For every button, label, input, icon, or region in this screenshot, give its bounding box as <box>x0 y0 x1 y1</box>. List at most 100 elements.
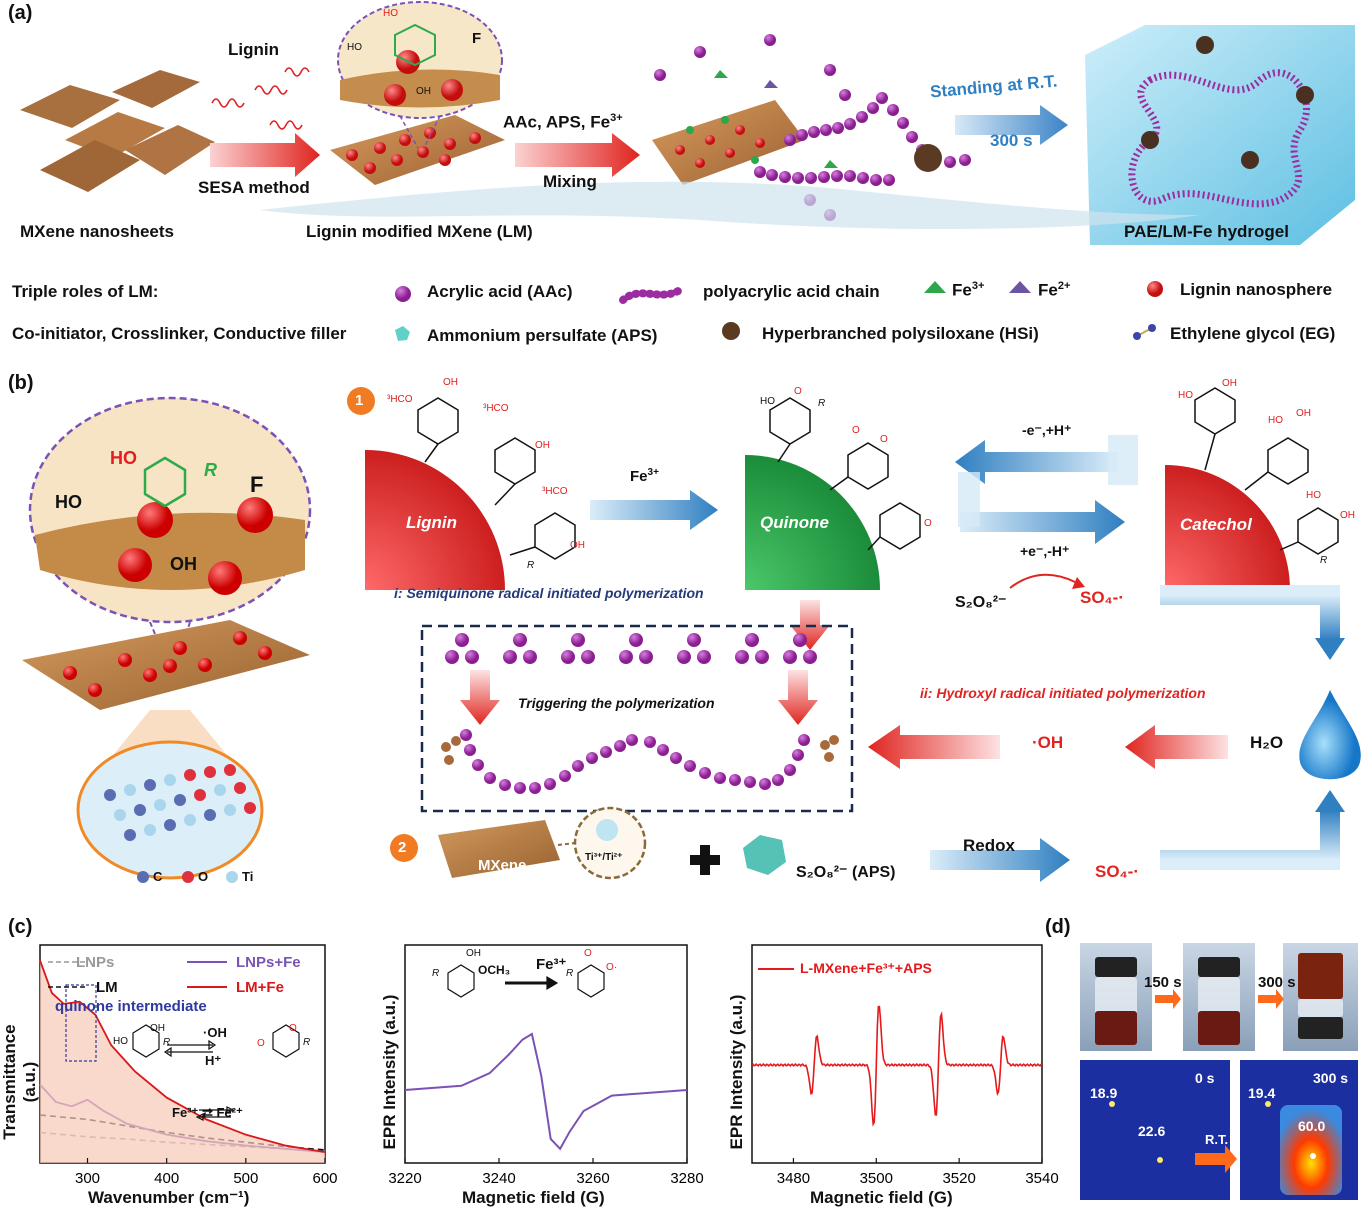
zoom-b-ho: HO <box>55 492 82 512</box>
oh-to-box-arrow <box>868 725 1000 769</box>
chart2-ylabel: EPR Intensity (a.u.) <box>380 994 399 1150</box>
mixing-sheet <box>652 100 805 185</box>
c-oh1: OH <box>1222 378 1237 389</box>
aps-crystal-icon <box>743 835 786 875</box>
chart1-xtick-label-2: 500 <box>233 1170 258 1187</box>
redox-top-label: -e⁻,+H⁺ <box>1022 422 1072 438</box>
q-o4: O <box>924 518 932 529</box>
panel-d-graphic <box>1080 943 1358 1200</box>
redox-label-b: Redox <box>963 836 1015 855</box>
mxene-atoms <box>104 764 256 841</box>
lig-oh-1: OH <box>443 377 458 388</box>
epr1-series-line <box>404 1032 688 1151</box>
polymer-chain-a <box>654 34 971 221</box>
ir-image-1 <box>1080 1060 1230 1200</box>
arrow2-top-label: AAc, APS, Fe3+ <box>503 112 623 132</box>
chart1-s-ho: HO <box>113 1036 128 1047</box>
ir-time-300: 300 s <box>1313 1070 1349 1086</box>
legend-paa-icon <box>619 286 684 304</box>
chart2-s-r1: R <box>432 968 440 979</box>
pathway-i-label: i: Semiquinone radical initiated polymer… <box>394 585 704 601</box>
legend-o-dot <box>182 871 194 883</box>
hydrogel-cube <box>1085 25 1355 245</box>
chart-epr-2: 3480 3500 3520 3540 <box>751 944 1059 1187</box>
ir-time-0: 0 s <box>1195 1070 1215 1086</box>
epr2-series-line <box>751 1005 1043 1127</box>
label-hydrogel: PAE/LM-Fe hydrogel <box>1124 222 1289 241</box>
chart1-s-o2: O <box>289 1023 297 1034</box>
redox-bottom-label: +e⁻,-H⁺ <box>1020 543 1070 559</box>
chart2-structures <box>447 964 605 998</box>
zoom-b-ho2: HO <box>110 448 137 468</box>
arrow1-bottom-label: SESA method <box>198 178 310 197</box>
legend-aac-icon <box>395 286 411 302</box>
series-3-line <box>39 959 326 1153</box>
ir-hot-vial <box>1280 1105 1342 1195</box>
quinone-quarter <box>745 455 880 590</box>
chart3-xtick-label-0: 3480 <box>777 1170 810 1187</box>
chart1-s-r1: R <box>163 1037 171 1048</box>
q-o2: O <box>852 425 860 436</box>
annotation-quinone: quinone intermediate <box>55 998 207 1015</box>
vial-time-300: 300 s <box>1258 974 1296 991</box>
redox-arrow-left <box>955 440 1118 484</box>
legend-eg: Ethylene glycol (EG) <box>1170 324 1336 343</box>
arrow1-top-label: Lignin <box>228 40 279 59</box>
hsi-clusters-b <box>441 735 839 765</box>
chart2-s-o: O <box>584 948 592 959</box>
zoom-a-oh: OH <box>416 86 431 97</box>
lm-sheet-b-balls <box>63 631 272 697</box>
legend-lmfe: LM+Fe <box>236 979 284 996</box>
legend-fe2-icon <box>1009 281 1031 293</box>
chart3-xtick-label-2: 3520 <box>942 1170 975 1187</box>
chart3-xtick-label-3: 3540 <box>1025 1170 1058 1187</box>
vial-1 <box>1080 943 1152 1051</box>
vial-arrow-1 <box>1155 989 1181 1009</box>
redox-arrow-b <box>930 838 1070 882</box>
legend-fe3: Fe3+ <box>952 280 985 300</box>
zoom-b-r: R <box>204 460 217 480</box>
arrow-2 <box>515 133 640 177</box>
legend-eg-icon <box>1133 324 1156 340</box>
q-o3: O <box>880 434 888 445</box>
panel-c-label: (c) <box>8 916 33 938</box>
chart1-oh: ·OH <box>203 1025 227 1040</box>
q-o1: O <box>794 386 802 397</box>
chart1-s-r2: R <box>303 1037 311 1048</box>
legend-o-text: O <box>198 869 209 884</box>
vial-3 <box>1283 943 1358 1051</box>
legend-lm: LM <box>96 979 118 996</box>
chart2-frame <box>404 944 688 1164</box>
polymerization-box <box>420 624 854 813</box>
chart2-s-r2: R <box>566 968 574 979</box>
mxene-sheet-b2 <box>438 820 560 878</box>
ir-rt-label: R.T. <box>1205 1132 1229 1147</box>
zoom-a-ho2: HO <box>383 8 398 19</box>
catechol-quarter <box>1165 465 1290 590</box>
zoom-b-f: F <box>250 472 264 497</box>
chart3-xtick-label-1: 3500 <box>860 1170 893 1187</box>
lig-oh-2: OH <box>535 440 550 451</box>
vial-2 <box>1183 943 1255 1051</box>
legend-hsi: Hyperbranched polysiloxane (HSi) <box>762 324 1039 343</box>
arrow2-bottom-label: Mixing <box>543 172 597 191</box>
q-r: R <box>818 398 826 409</box>
lignin-label: Lignin <box>406 513 457 532</box>
legend-fe2: Fe2+ <box>1038 280 1071 300</box>
c-ho1: HO <box>1178 390 1193 401</box>
legend-roles-title: Triple roles of LM: <box>12 282 159 301</box>
ir-hotspot-1 <box>1109 1101 1115 1107</box>
legend-hsi-icon <box>722 322 740 340</box>
legend-lignin-icon <box>1147 281 1163 297</box>
chart1-xtick-label-1: 400 <box>154 1170 179 1187</box>
arrow-3 <box>955 105 1068 145</box>
chart1-fe: Fe³⁺ ⇄ Fe²⁺ <box>172 1105 243 1120</box>
chart2-xtick-label-1: 3240 <box>482 1170 515 1187</box>
mxene-crystal-circle <box>76 740 264 880</box>
legend-lignin: Lignin nanosphere <box>1180 280 1333 299</box>
zoom-a-ho1: HO <box>347 42 362 53</box>
c-ho2: HO <box>1268 415 1283 426</box>
step2-badge <box>390 834 418 862</box>
chart2-s-och3: OCH₃ <box>478 963 511 977</box>
